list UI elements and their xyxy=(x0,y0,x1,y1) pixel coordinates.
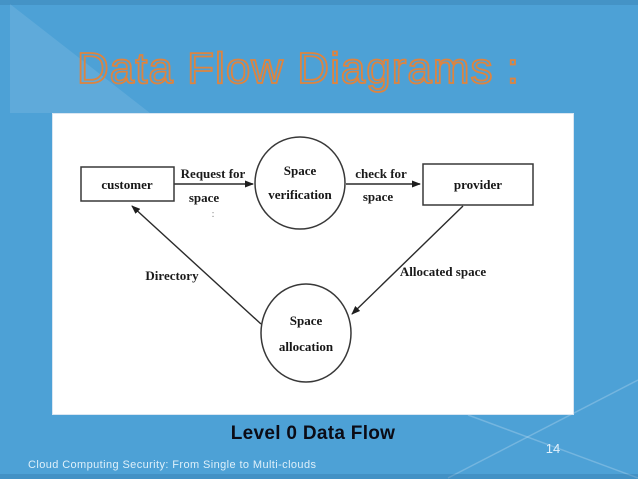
edge-check-label-line2: space xyxy=(363,189,394,204)
top-accent-bar xyxy=(0,0,638,5)
page-number: 14 xyxy=(545,441,561,456)
diagram-caption: Level 0 Data Flow xyxy=(230,423,396,444)
space-allocation-label-line1: Space xyxy=(290,313,323,328)
space-verification-label-line1: Space xyxy=(284,163,317,178)
edge-allocated-arrow xyxy=(351,205,464,315)
stray-colon-mark: : xyxy=(211,208,214,220)
provider-node xyxy=(422,163,534,206)
space-allocation-label-line2: allocation xyxy=(279,339,334,354)
edge-check-label-line1: check for xyxy=(355,166,407,181)
edge-request-label-line2: space xyxy=(189,190,220,205)
customer-node xyxy=(80,166,175,202)
slide-title: Data Flow Diagrams : xyxy=(76,43,521,94)
edge-directory-label: Directory xyxy=(145,268,199,283)
customer-label: customer xyxy=(101,177,152,192)
slide-footer: Cloud Computing Security: From Single to… xyxy=(28,459,317,471)
space-verification-label-line2: verification xyxy=(268,187,332,202)
provider-label: provider xyxy=(454,177,502,192)
bottom-accent-bar xyxy=(0,474,638,479)
diagram-panel: customer Space verification provider Spa… xyxy=(52,113,574,415)
edge-directory-arrow xyxy=(131,205,262,325)
space-verification-node xyxy=(254,136,346,230)
edge-request-label-line1: Request for xyxy=(181,166,246,181)
edge-allocated-label: Allocated space xyxy=(400,264,487,279)
space-allocation-node xyxy=(260,283,352,383)
data-flow-diagram: customer Space verification provider Spa… xyxy=(80,136,534,383)
